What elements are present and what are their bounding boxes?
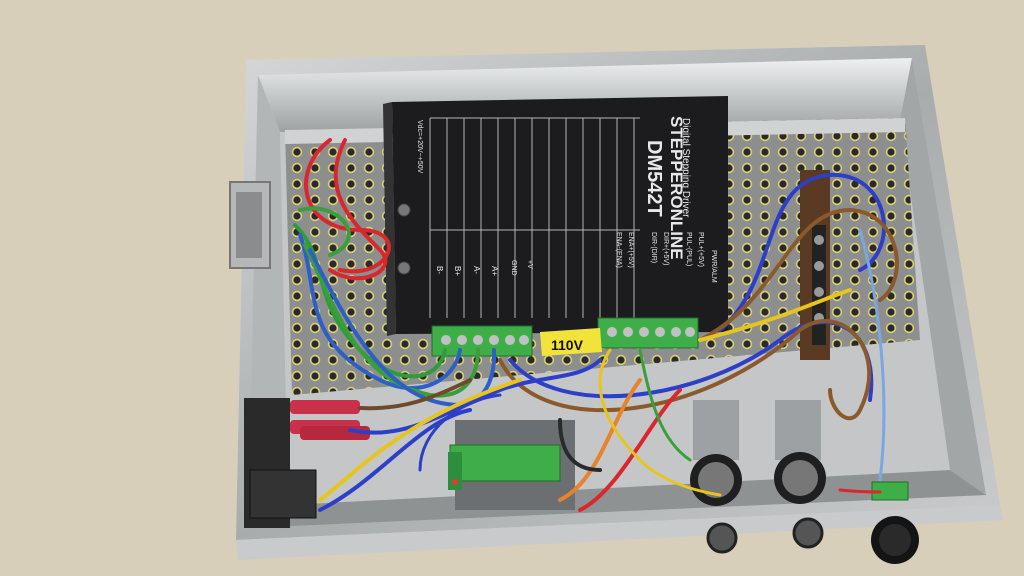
wiring: [293, 138, 899, 512]
power-inlet: [244, 398, 317, 528]
terminal-label-5: ENA+(+5V): [627, 232, 634, 268]
aviation-connector-left: [690, 400, 742, 506]
driver-subtitle: Digital Stepping Driver: [680, 118, 691, 218]
power-label-5: GND: [510, 260, 517, 276]
power-label-4: A+: [490, 266, 499, 276]
panel-jack: [706, 522, 738, 554]
panel-jack: [792, 517, 824, 549]
psu-terminal-strip: [800, 170, 830, 360]
driver-signal-terminal-block: [597, 317, 699, 349]
screw-icon: [397, 203, 411, 217]
driver-pwr-alm: PWR/ALM: [710, 250, 717, 283]
terminal-label-2: PUL-(PUL): [685, 232, 692, 266]
stepper-driver: STEPPERONLINE DM542T Digital Stepping Dr…: [383, 96, 728, 336]
knob: [871, 516, 919, 564]
driver-power-terminal-block: [431, 325, 533, 357]
switch-table: [429, 117, 640, 318]
relay-board: [448, 420, 575, 510]
terminal-label-6: ENA-(ENA): [615, 232, 622, 268]
power-label-1: B-: [435, 266, 444, 274]
driver-model: DM542T: [643, 140, 665, 217]
aviation-connector-right: [774, 400, 826, 504]
power-label-2: B+: [453, 266, 462, 276]
terminal-label-3: DIR+(+5V): [662, 232, 669, 265]
power-label-6: +V: [526, 260, 533, 269]
voltage-label: 110V: [540, 328, 602, 356]
driver-brand: STEPPERONLINE: [667, 116, 686, 260]
terminal-label-1: PUL+(+5V): [697, 232, 704, 267]
terminal-label-4: DIR-(DIR): [650, 232, 657, 263]
driver-vdc: Vdc=+20V~+50V: [416, 120, 423, 174]
screw-icon: [397, 261, 411, 275]
voltage-label-text: 110V: [551, 337, 584, 353]
power-label-3: A-: [472, 266, 481, 274]
